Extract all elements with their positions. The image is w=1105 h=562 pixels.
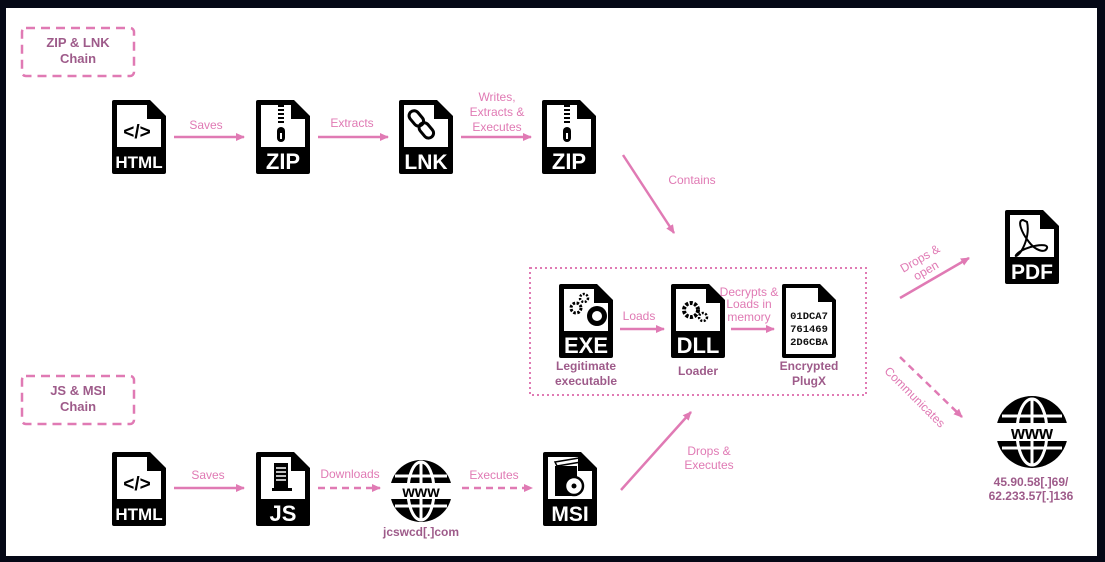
- node-label: Encrypted: [780, 359, 839, 373]
- edge-site-msi: Executes: [462, 468, 533, 492]
- www-globe-icon: www: [387, 460, 455, 522]
- chain-box-js-msi: JS & MSI Chain: [20, 374, 136, 426]
- hex-line: 761469: [790, 324, 828, 336]
- file-ext-label: HTML: [115, 153, 162, 172]
- node-zip-2: ZIP: [542, 100, 596, 174]
- file-ext-label: ZIP: [552, 149, 586, 174]
- code-file-icon: </>: [112, 100, 166, 174]
- edge-lnk-zip: Writes, Extracts & Executes: [461, 90, 532, 141]
- node-pdf: PDF: [1005, 210, 1059, 284]
- svg-text:www: www: [401, 484, 440, 501]
- edge-label: Decrypts &: [720, 285, 779, 299]
- file-ext-label: ZIP: [266, 149, 300, 174]
- edge-label: Communicates: [882, 364, 948, 430]
- edge-html-zip: Saves: [174, 118, 245, 141]
- installer-file-icon: [543, 452, 597, 526]
- payload-group-box: [529, 267, 867, 396]
- hex-line: 01DCA7: [790, 311, 828, 323]
- edge-msi-drops: Drops & Executes: [620, 411, 734, 491]
- node-c2: www: [994, 396, 1070, 468]
- edge-label: Downloads: [320, 467, 379, 481]
- edge-communicates: Communicates: [882, 356, 963, 430]
- gears-file-icon: [559, 284, 613, 358]
- edge-label: Saves: [189, 118, 222, 132]
- svg-text:</>: </>: [123, 122, 150, 143]
- edge-exe-dll: Loads: [620, 309, 665, 333]
- svg-text:www: www: [1010, 423, 1054, 443]
- edge-zip-lnk: Extracts: [318, 116, 389, 141]
- node-dll: DLL: [671, 284, 725, 358]
- edge-drops-open: Drops & open: [898, 242, 970, 300]
- file-ext-label: EXE: [564, 333, 608, 358]
- node-plugx: 01DCA7 761469 2D6CBA: [782, 284, 836, 358]
- node-label: Loader: [678, 364, 718, 378]
- node-label: 45.90.58[.]69/: [994, 475, 1069, 489]
- code-file-icon: </>: [112, 452, 166, 526]
- edge-label: Writes,: [478, 90, 515, 104]
- edge-label: Executes: [684, 458, 733, 472]
- zip-file-icon: [542, 100, 596, 174]
- edge-label: Extracts: [330, 116, 373, 130]
- chain-box-zip-lnk: ZIP & LNK Chain: [20, 26, 136, 78]
- link-file-icon: [399, 100, 453, 174]
- node-label: 62.233.57[.]136: [989, 489, 1074, 503]
- edge-label: Extracts &: [470, 105, 525, 119]
- edge-label: Loads: [623, 309, 656, 323]
- node-lnk: LNK: [399, 100, 453, 174]
- svg-text:</>: </>: [123, 474, 150, 495]
- node-html-1: </> HTML: [112, 100, 166, 174]
- file-ext-label: DLL: [677, 333, 720, 358]
- edge-label: Executes: [469, 468, 518, 482]
- node-js: JS: [256, 452, 310, 526]
- edge-label: Drops &: [687, 444, 730, 458]
- node-exe: EXE: [559, 284, 613, 358]
- chain-title-line1: JS & MSI: [50, 383, 106, 398]
- edge-label: Loads in: [726, 297, 771, 311]
- edge-label: Executes: [472, 120, 521, 134]
- edge-label: memory: [727, 310, 770, 324]
- edge-js-site: Downloads: [318, 467, 381, 492]
- file-ext-label: JS: [270, 501, 297, 526]
- edge-label: Saves: [191, 468, 224, 482]
- node-msi: MSI: [543, 452, 597, 526]
- node-label: jcswcd[.]com: [382, 525, 459, 539]
- gears-file-icon: [671, 284, 725, 358]
- file-ext-label: HTML: [115, 505, 162, 524]
- node-label: Legitimate: [556, 359, 616, 373]
- zip-file-icon: [256, 100, 310, 174]
- node-html-2: </> HTML: [112, 452, 166, 526]
- file-ext-label: LNK: [404, 151, 447, 174]
- edge-zip-contains: Contains: [621, 154, 716, 234]
- file-ext-label: PDF: [1011, 261, 1053, 284]
- node-site: www: [387, 460, 455, 522]
- hex-file-icon: [782, 284, 836, 358]
- script-file-icon: [256, 452, 310, 526]
- file-ext-label: MSI: [551, 503, 588, 526]
- www-globe-icon: www: [994, 396, 1070, 468]
- pdf-file-icon: [1005, 210, 1059, 284]
- edge-html-js: Saves: [174, 468, 245, 492]
- node-label: PlugX: [792, 374, 826, 388]
- chain-title-line1: ZIP & LNK: [46, 35, 110, 50]
- edge-dll-plugx: Decrypts & Loads in memory: [720, 285, 779, 333]
- chain-title-line2: Chain: [60, 51, 96, 66]
- hex-line: 2D6CBA: [790, 337, 829, 349]
- edge-label: Contains: [668, 173, 715, 187]
- node-label: executable: [555, 374, 617, 388]
- chain-title-line2: Chain: [60, 399, 96, 414]
- node-zip-1: ZIP: [256, 100, 310, 174]
